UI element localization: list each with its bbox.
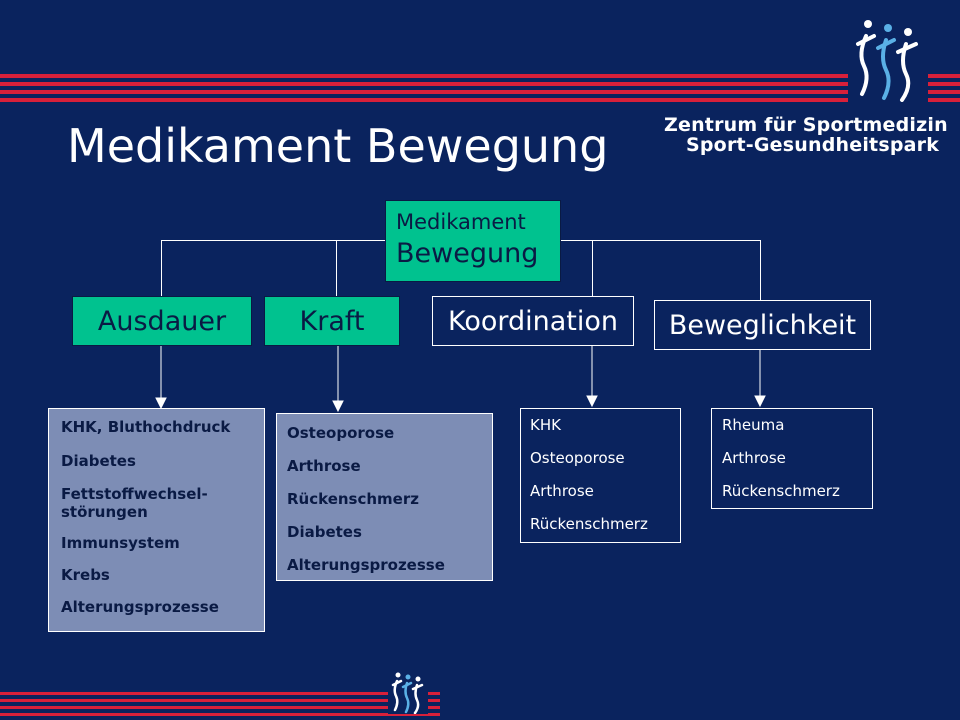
category-beweglichkeit: Beweglichkeit (654, 300, 871, 350)
category-ausdauer: Ausdauer (72, 296, 252, 346)
list-item: Rückenschmerz (722, 482, 840, 500)
connector-line (592, 240, 593, 296)
list-item-line: Fettstoffwechsel- störungen (61, 485, 208, 521)
connector-line (760, 240, 761, 300)
root-node-line1: Medikament (396, 210, 526, 234)
list-item: Immunsystem (61, 534, 180, 552)
list-item: Diabetes (287, 523, 362, 541)
list-beweglichkeit: Rheuma Arthrose Rückenschmerz (711, 408, 873, 509)
list-item: Arthrose (287, 457, 361, 475)
category-koordination: Koordination (432, 296, 634, 346)
list-item: Osteoporose (530, 449, 625, 467)
footer-stripe (0, 706, 440, 709)
footer-stripe (0, 692, 440, 695)
footer-stripe (0, 699, 440, 702)
figures-logo-icon (388, 670, 428, 714)
header-stripe (0, 98, 960, 102)
list-item: Fettstoffwechsel- störungen (61, 485, 252, 521)
list-item: Diabetes (61, 452, 136, 470)
list-item: Alterungsprozesse (61, 598, 219, 616)
header-stripe (0, 82, 960, 86)
connector-line (336, 240, 337, 296)
list-item: Alterungsprozesse (287, 556, 445, 574)
list-item: Rückenschmerz (287, 490, 419, 508)
list-item: KHK (530, 416, 561, 434)
connector-line (161, 240, 162, 296)
list-item: Arthrose (530, 482, 594, 500)
organization-name: Zentrum für Sportmedizin (664, 114, 948, 136)
slide-title: Medikament Bewegung (67, 119, 609, 173)
list-item: Krebs (61, 566, 110, 584)
list-ausdauer: KHK, Bluthochdruck Diabetes Fettstoffwec… (48, 408, 265, 632)
header-stripe (0, 90, 960, 94)
list-item: Rheuma (722, 416, 785, 434)
list-koordination: KHK Osteoporose Arthrose Rückenschmerz (520, 408, 681, 543)
footer-stripe (0, 713, 440, 716)
organization-subtitle: Sport-Gesundheitspark (686, 134, 940, 156)
category-kraft: Kraft (264, 296, 400, 346)
root-node-line2: Bewegung (396, 238, 539, 269)
figures-logo-icon (848, 14, 928, 102)
list-kraft: Osteoporose Arthrose Rückenschmerz Diabe… (276, 413, 493, 581)
root-node: Medikament Bewegung (385, 200, 561, 282)
list-item: Arthrose (722, 449, 786, 467)
header-stripe (0, 74, 960, 78)
list-item: Rückenschmerz (530, 515, 648, 533)
list-item: KHK, Bluthochdruck (61, 418, 231, 436)
list-item: Osteoporose (287, 424, 395, 442)
